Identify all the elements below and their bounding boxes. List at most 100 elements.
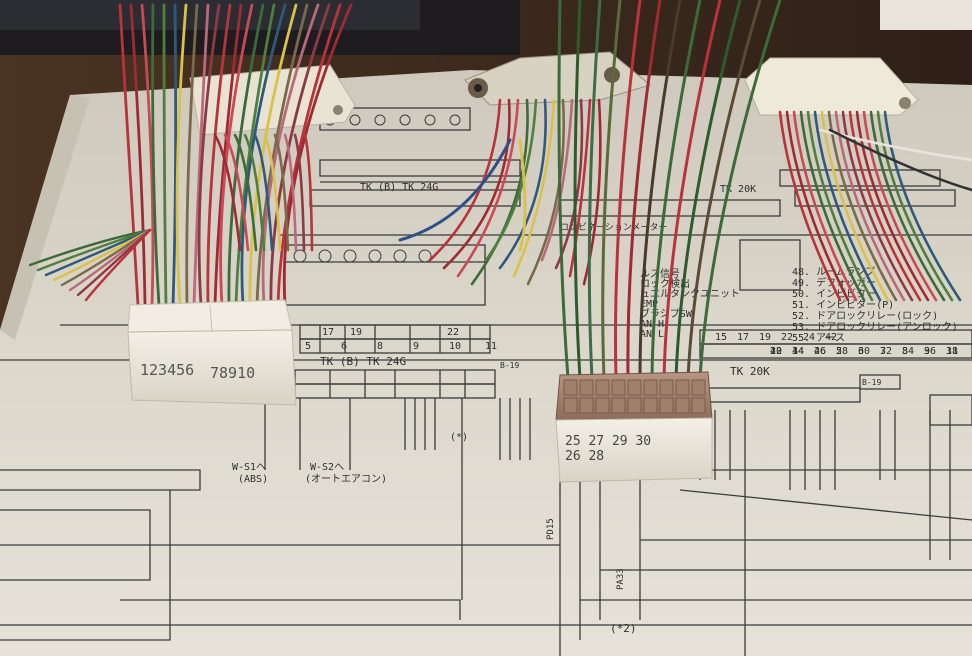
row-number: 2 bbox=[770, 346, 776, 357]
pa33-label: PA33 bbox=[616, 568, 626, 590]
connector-cell bbox=[611, 397, 626, 414]
row-number: 22 bbox=[447, 327, 459, 338]
connector-cell bbox=[643, 379, 658, 396]
middle-plate-wire bbox=[484, 98, 538, 262]
left-bundle-wire bbox=[151, 3, 161, 307]
diagram-lamp-symbols bbox=[293, 114, 461, 263]
row-number: 26 bbox=[814, 346, 826, 357]
right-plate-wire bbox=[883, 110, 962, 302]
tk-top-label: TK (B) TK 24G bbox=[360, 182, 438, 193]
connector-cell bbox=[675, 397, 690, 414]
connector-cell bbox=[659, 397, 674, 414]
plate-left-wire bbox=[223, 133, 250, 252]
paper-fold bbox=[0, 95, 90, 340]
row-number: 19 bbox=[759, 332, 771, 343]
tk-left-label: TK (B) TK 24G bbox=[320, 355, 406, 368]
tk-top-right-label: TK 20K bbox=[720, 184, 756, 195]
left-bundle-wire bbox=[276, 3, 342, 307]
left-bundle-wire bbox=[192, 3, 210, 307]
left-bundle-wire bbox=[282, 3, 353, 307]
right-bundle-wire bbox=[573, 0, 582, 380]
row-number: 4 bbox=[814, 346, 820, 357]
row-number: 9 bbox=[924, 346, 930, 357]
b19-label: B-19 bbox=[500, 361, 519, 370]
right-plate-wire bbox=[820, 110, 890, 302]
left-bundle-wire bbox=[206, 3, 232, 307]
row-number: 6 bbox=[858, 346, 864, 357]
plate-left-wire bbox=[293, 133, 306, 252]
left-bundle-wire bbox=[129, 3, 147, 307]
right-bundle-wire bbox=[674, 0, 742, 380]
row-number: 40 bbox=[770, 346, 782, 357]
connector-cell bbox=[595, 379, 610, 396]
left-bundle-wire bbox=[162, 3, 168, 307]
plate-left-wire bbox=[253, 133, 274, 252]
left-bundle-wire bbox=[171, 3, 178, 307]
row-number: 3 bbox=[792, 346, 798, 357]
plate-left-wire bbox=[213, 133, 242, 252]
plate-left-wire bbox=[263, 133, 282, 252]
middle-plate-wire bbox=[428, 98, 502, 262]
right-plate-wire bbox=[799, 110, 866, 302]
blue-wire bbox=[398, 138, 512, 242]
right-bundle-wire bbox=[662, 0, 722, 380]
ws1-label: W-S1へ bbox=[232, 462, 266, 473]
row-number: 9 bbox=[413, 341, 419, 352]
row-number: 24 bbox=[803, 332, 815, 343]
row-number: 14 bbox=[792, 346, 804, 357]
row-number: 32 bbox=[880, 346, 892, 357]
right-bundle-wire bbox=[698, 0, 782, 380]
row-number: 38 bbox=[946, 346, 958, 357]
row-number: 34 bbox=[902, 346, 914, 357]
plate-left-wire bbox=[283, 133, 298, 252]
left-bundle-wire bbox=[185, 3, 199, 307]
right-connector-numbers-a: 25 27 29 30 bbox=[565, 434, 651, 449]
right-connector-numbers-b: 26 28 bbox=[565, 449, 604, 464]
left-splayed-wire bbox=[28, 228, 152, 267]
connector-cell bbox=[675, 379, 690, 396]
right-plate-wire bbox=[869, 110, 946, 302]
right-bundle-wire bbox=[601, 0, 622, 380]
middle-plate-wire bbox=[512, 98, 556, 278]
row-number: 36 bbox=[924, 346, 936, 357]
row-number: 10 bbox=[449, 341, 461, 352]
left-bundle-wire bbox=[140, 3, 155, 307]
right-bundle-wire bbox=[638, 0, 682, 380]
brown-connector-right: 25 27 29 30 26 28 bbox=[555, 371, 713, 483]
top-middle-connector bbox=[464, 51, 652, 106]
connector-cell bbox=[563, 379, 578, 396]
black-wire bbox=[828, 128, 972, 192]
legend-left-item: AN H bbox=[640, 319, 664, 330]
diagram-text: TK (B) TK 24G TK 20K コンビネーションメーター TK (B)… bbox=[232, 182, 881, 635]
connector-cell bbox=[659, 379, 674, 396]
connector-cell bbox=[595, 397, 610, 414]
laptop-screen bbox=[0, 0, 420, 30]
right-bundle-wire bbox=[626, 0, 662, 380]
right-plate-wire bbox=[841, 110, 914, 302]
star-label: (*) bbox=[450, 432, 468, 443]
connector-cell bbox=[691, 379, 706, 396]
right-bundle-wire bbox=[557, 0, 570, 380]
middle-plate-wire bbox=[540, 98, 574, 262]
left-bundle-wire bbox=[240, 3, 287, 307]
right-plate-wire bbox=[785, 110, 850, 302]
row-number: 19 bbox=[350, 327, 362, 338]
row-number: 11 bbox=[946, 346, 958, 357]
right-plate-wire bbox=[855, 110, 930, 302]
middle-plate-wire bbox=[442, 98, 511, 270]
abs-label: (ABS) bbox=[238, 474, 268, 485]
legend-item: 53. ドアロックリレー(アンロック) bbox=[792, 321, 958, 333]
middle-plate-wire bbox=[470, 98, 529, 286]
left-bundle-wire bbox=[248, 3, 298, 307]
ws2-label: W-S2へ bbox=[310, 462, 344, 473]
row-number: 6 bbox=[341, 341, 347, 352]
row-number: 46 bbox=[814, 346, 826, 357]
right-bundle-wire bbox=[587, 0, 602, 380]
right-plate-wire bbox=[862, 110, 938, 302]
row-number: 17 bbox=[737, 332, 749, 343]
tk-right-label: TK 20K bbox=[730, 365, 770, 378]
left-bundle-wire bbox=[118, 3, 140, 307]
